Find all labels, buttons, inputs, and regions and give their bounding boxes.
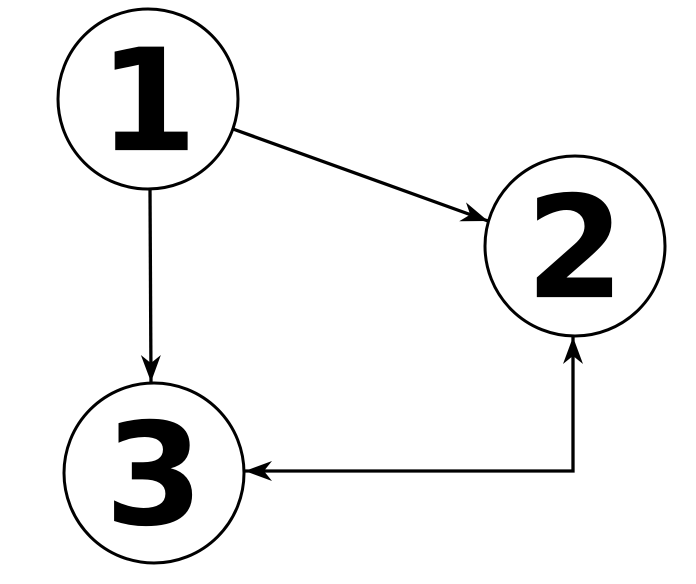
node-3-label: 3 xyxy=(105,393,204,558)
node-1-circle xyxy=(56,7,240,191)
edge-2-3 xyxy=(245,337,575,473)
node-1-label: 1 xyxy=(99,19,198,184)
arrowhead-icon-2-3-end xyxy=(245,461,272,481)
arrowhead-icon-1-2-end xyxy=(459,202,488,222)
node-2-label: 2 xyxy=(526,166,625,331)
node-2-circle xyxy=(483,154,667,338)
arrowhead-icon-1-3-end xyxy=(140,354,161,382)
edge-1-2 xyxy=(232,127,489,223)
arrowhead-icon-2-3-start xyxy=(563,337,583,364)
node-3-circle xyxy=(62,381,246,565)
edge-1-3 xyxy=(148,188,153,383)
